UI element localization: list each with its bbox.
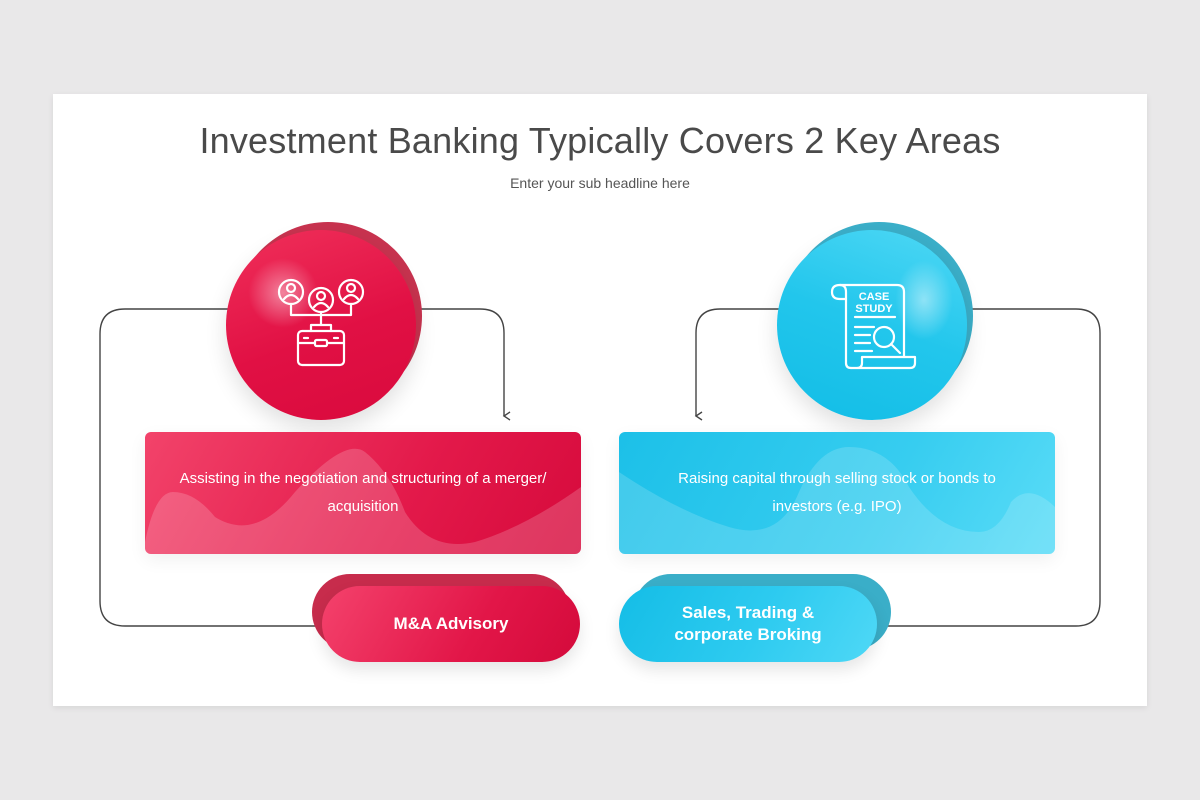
- sales-trading-description: Raising capital through selling stock or…: [678, 470, 996, 515]
- slide: Investment Banking Typically Covers 2 Ke…: [53, 94, 1147, 706]
- sales-trading-description-box: Raising capital through selling stock or…: [619, 432, 1055, 554]
- ma-advisory-label: M&A Advisory: [393, 614, 509, 633]
- case-study-text-line1: CASE: [859, 291, 890, 303]
- ma-advisory-description: Assisting in the negotiation and structu…: [179, 470, 547, 515]
- sales-trading-icon-circle: CASE STUDY: [775, 222, 975, 422]
- slide-subtitle: Enter your sub headline here: [510, 175, 690, 191]
- ma-advisory-label-pill: M&A Advisory: [312, 574, 584, 666]
- sales-trading-label-pill: Sales, Trading & corporate Broking: [619, 574, 891, 666]
- case-study-document-icon: CASE STUDY: [830, 283, 917, 370]
- sales-trading-label-line2: corporate Broking: [674, 625, 822, 644]
- sales-trading-label-line1: Sales, Trading &: [681, 603, 815, 622]
- slide-title: Investment Banking Typically Covers 2 Ke…: [199, 120, 1001, 161]
- ma-advisory-icon-circle: [224, 222, 424, 422]
- ma-advisory-description-box: Assisting in the negotiation and structu…: [145, 432, 581, 554]
- team-briefcase-icon: [277, 278, 365, 367]
- connector-lines: [99, 308, 1101, 627]
- case-study-text-line2: STUDY: [855, 303, 893, 315]
